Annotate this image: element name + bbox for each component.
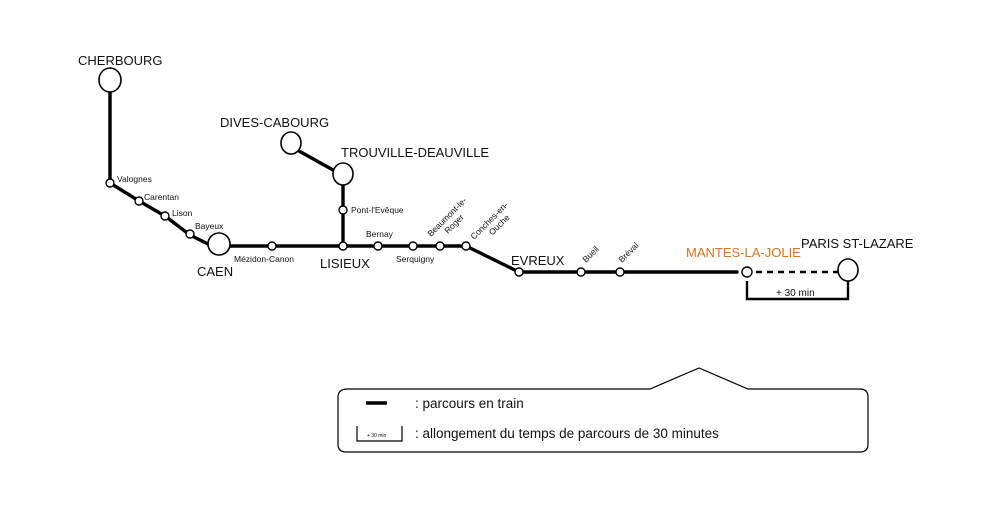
station-label-mantes: MANTES-LA-JOLIE (686, 245, 801, 260)
station-label-conches: Conches-en- Ouche (468, 200, 511, 242)
station-marker-cherbourg (98, 67, 122, 93)
station-label-beaumont: Beaumont-le- Roger (425, 195, 468, 238)
station-marker-caen (207, 232, 231, 256)
station-label-dives: DIVES-CABOURG (220, 115, 329, 130)
legend-detour-swatch (356, 426, 403, 442)
station-marker-lison (160, 211, 170, 221)
station-marker-mezidon (267, 241, 277, 251)
legend-detour-swatch-label: + 30 min (367, 433, 387, 439)
station-marker-pont-leveque (338, 205, 348, 215)
track-caen-mantes (228, 244, 739, 274)
station-marker-bernay (373, 241, 383, 251)
detour-bracket (745, 281, 850, 301)
station-marker-breval (615, 267, 625, 277)
station-marker-evreux (514, 267, 524, 277)
station-marker-mantes (741, 266, 753, 278)
station-label-pont-leveque: Pont-l'Evêque (351, 205, 404, 215)
station-marker-dives (280, 131, 302, 155)
station-label-carentan: Carentan (144, 192, 179, 202)
legend-train-label: : parcours en train (415, 396, 524, 411)
legend-frame (337, 367, 869, 453)
station-label-caen: CAEN (197, 264, 233, 279)
station-label-mezidon: Mézidon-Canon (234, 254, 294, 264)
station-marker-carentan (134, 196, 144, 206)
station-marker-conches (461, 241, 471, 251)
minor-station-markers (105, 178, 753, 278)
station-marker-trouville (332, 162, 354, 186)
station-label-paris: PARIS ST-LAZARE (801, 236, 914, 251)
station-label-bueil: Bueil (580, 244, 601, 265)
station-label-trouville: TROUVILLE-DEAUVILLE (341, 145, 489, 160)
station-marker-valognes (105, 178, 115, 188)
station-marker-lisieux (338, 241, 348, 251)
legend: : parcours en train + 30 min : allongeme… (337, 367, 869, 453)
station-marker-bueil (576, 267, 586, 277)
station-label-lison: Lison (172, 208, 193, 218)
station-marker-paris (837, 258, 859, 282)
station-marker-bayeux (185, 229, 195, 239)
station-label-lisieux: LISIEUX (320, 256, 370, 271)
track-lines (108, 89, 739, 274)
station-label-bernay: Bernay (366, 229, 394, 239)
station-label-cherbourg: CHERBOURG (78, 53, 163, 68)
station-label-serquigny: Serquigny (396, 254, 435, 264)
station-label-breval: Bréval (616, 240, 640, 264)
legend-detour-label: : allongement du temps de parcours de 30… (415, 426, 719, 441)
station-label-bayeux: Bayeux (195, 221, 224, 231)
station-label-evreux: EVREUX (511, 253, 565, 268)
detour-label: + 30 min (776, 288, 815, 299)
station-marker-beaumont (435, 241, 445, 251)
station-label-valognes: Valognes (117, 174, 152, 184)
station-marker-serquigny (408, 241, 418, 251)
major-station-markers (98, 67, 859, 282)
track-dives-lisieux (297, 149, 335, 172)
station-labels: CHERBOURG Valognes Carentan Lison Bayeux… (78, 53, 914, 279)
